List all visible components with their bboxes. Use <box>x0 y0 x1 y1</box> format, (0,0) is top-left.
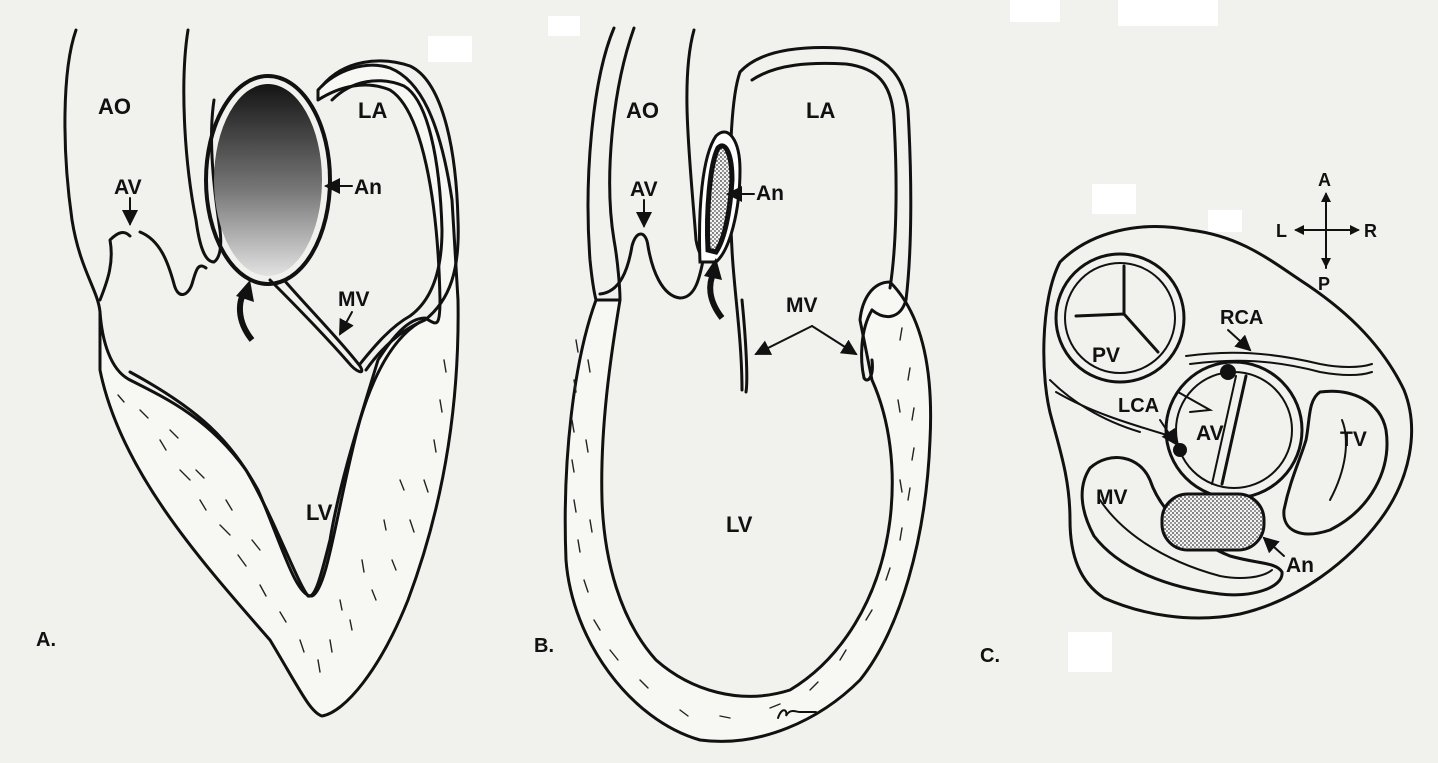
panel-c-rca-pointer <box>1228 330 1250 350</box>
panel-a-ao-label: AO <box>98 94 131 119</box>
panel-a-aneurysm <box>214 84 322 276</box>
panel-c: A P L R PV AV TV MV RCA LCA An C. <box>980 170 1412 667</box>
panel-a-av-label: AV <box>114 176 142 199</box>
panel-a: AO LA AV An MV LV A. <box>36 30 458 716</box>
panel-b-av-label: AV <box>630 178 658 201</box>
panel-c-tv-label: TV <box>1340 428 1367 451</box>
panel-c-rca-label: RCA <box>1220 307 1263 329</box>
panel-c-lca-ostium <box>1173 443 1187 457</box>
panel-b-la-label: LA <box>806 98 835 123</box>
panel-a-la-label: LA <box>358 98 387 123</box>
panel-c-an-pointer <box>1264 538 1284 556</box>
panel-b-mv-label: MV <box>786 294 818 317</box>
panel-c-pv-label: PV <box>1092 344 1120 367</box>
panel-c-mv-label: MV <box>1096 486 1128 509</box>
compass-anterior-label: A <box>1318 170 1331 190</box>
panel-c-outline <box>1044 227 1412 618</box>
compass-right-label: R <box>1364 221 1377 241</box>
panel-a-aorta-left-inner <box>100 233 130 300</box>
panel-c-an-label: An <box>1286 554 1314 577</box>
panel-b-mv-pointer-left <box>756 326 812 354</box>
panel-a-aorta-septum <box>184 30 221 262</box>
panel-b-an-label: An <box>756 182 784 205</box>
panel-c-lca-label: LCA <box>1118 395 1159 417</box>
panel-b-caption: B. <box>534 635 554 657</box>
panel-c-caption: C. <box>980 645 1000 667</box>
panel-a-an-label: An <box>354 176 382 199</box>
panel-c-av-label: AV <box>1196 422 1224 445</box>
panel-a-mv-label: MV <box>338 288 370 311</box>
panel-b: AO LA AV An MV LV B. <box>534 28 931 741</box>
panel-c-pulmonary-valve-cusps <box>1076 266 1158 352</box>
panel-a-aorta-left-wall <box>65 30 100 312</box>
panel-a-aortic-leaflet <box>140 232 206 295</box>
panel-c-aortic-valve-commissure <box>1222 376 1246 484</box>
panel-c-aneurysm <box>1162 494 1264 550</box>
panel-a-caption: A. <box>36 629 56 651</box>
panel-b-lv-label: LV <box>726 512 753 537</box>
compass-left-label: L <box>1276 221 1287 241</box>
panel-a-lv-label: LV <box>306 500 333 525</box>
compass-posterior-label: P <box>1318 274 1330 294</box>
panel-b-ao-label: AO <box>626 98 659 123</box>
panel-c-rca-ostium <box>1220 364 1236 380</box>
panel-a-mv-pointer <box>340 312 352 334</box>
panel-b-mv-pointer-right <box>812 326 856 354</box>
